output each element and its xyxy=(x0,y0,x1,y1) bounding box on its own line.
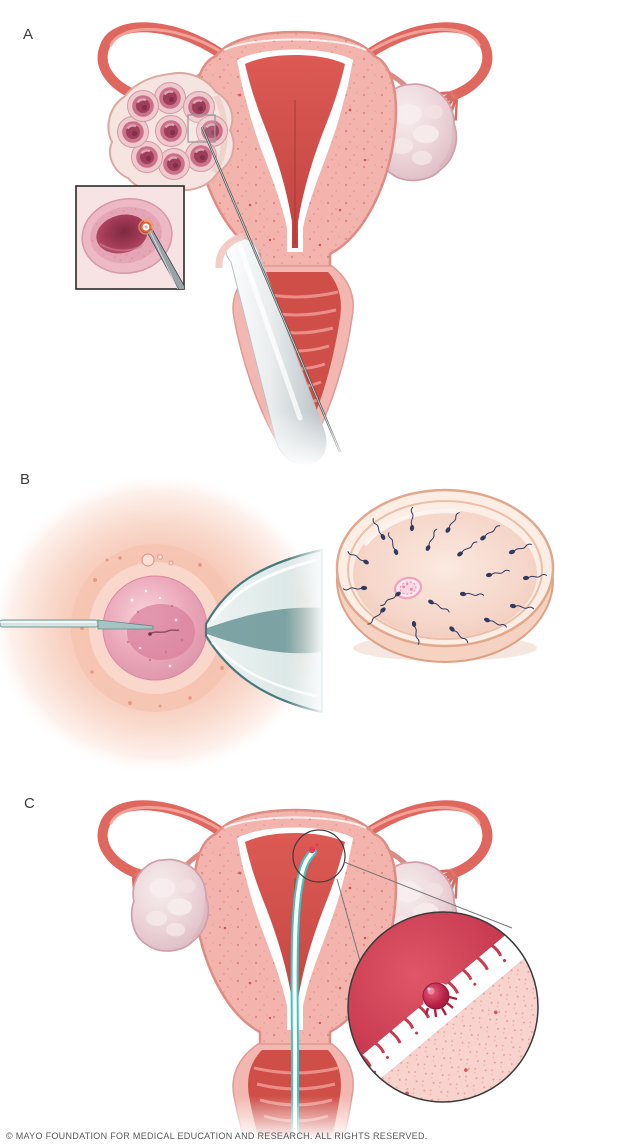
aspiration-needle xyxy=(200,126,342,453)
egg-in-dish xyxy=(394,576,422,600)
panel-c-label: C xyxy=(24,795,36,812)
implantation-inset xyxy=(347,911,539,1103)
injected-sperm xyxy=(149,629,180,635)
implantation-target-circle xyxy=(292,829,346,883)
copyright-text: © MAYO FOUNDATION FOR MEDICAL EDUCATION … xyxy=(6,1131,428,1141)
follicle-aspiration-inset xyxy=(75,185,185,290)
panel-a-label: A xyxy=(23,26,34,43)
injection-pipette xyxy=(0,619,154,630)
panel-b-label: B xyxy=(20,471,31,488)
panel-b-illustration xyxy=(0,472,555,776)
petri-dish xyxy=(335,488,555,663)
holding-pipette xyxy=(204,548,324,714)
left-ovary-c xyxy=(129,857,211,953)
egg-injection-scene xyxy=(0,472,326,776)
embryo-dot xyxy=(308,846,316,854)
panel-a-illustration xyxy=(75,27,487,465)
panel-c-illustration xyxy=(103,805,539,1148)
bubble xyxy=(141,553,155,567)
embryo-transfer-catheter xyxy=(290,848,317,1139)
egg-cell xyxy=(102,575,208,681)
implanting-embryo xyxy=(422,982,458,1018)
ultrasound-probe xyxy=(215,232,327,465)
